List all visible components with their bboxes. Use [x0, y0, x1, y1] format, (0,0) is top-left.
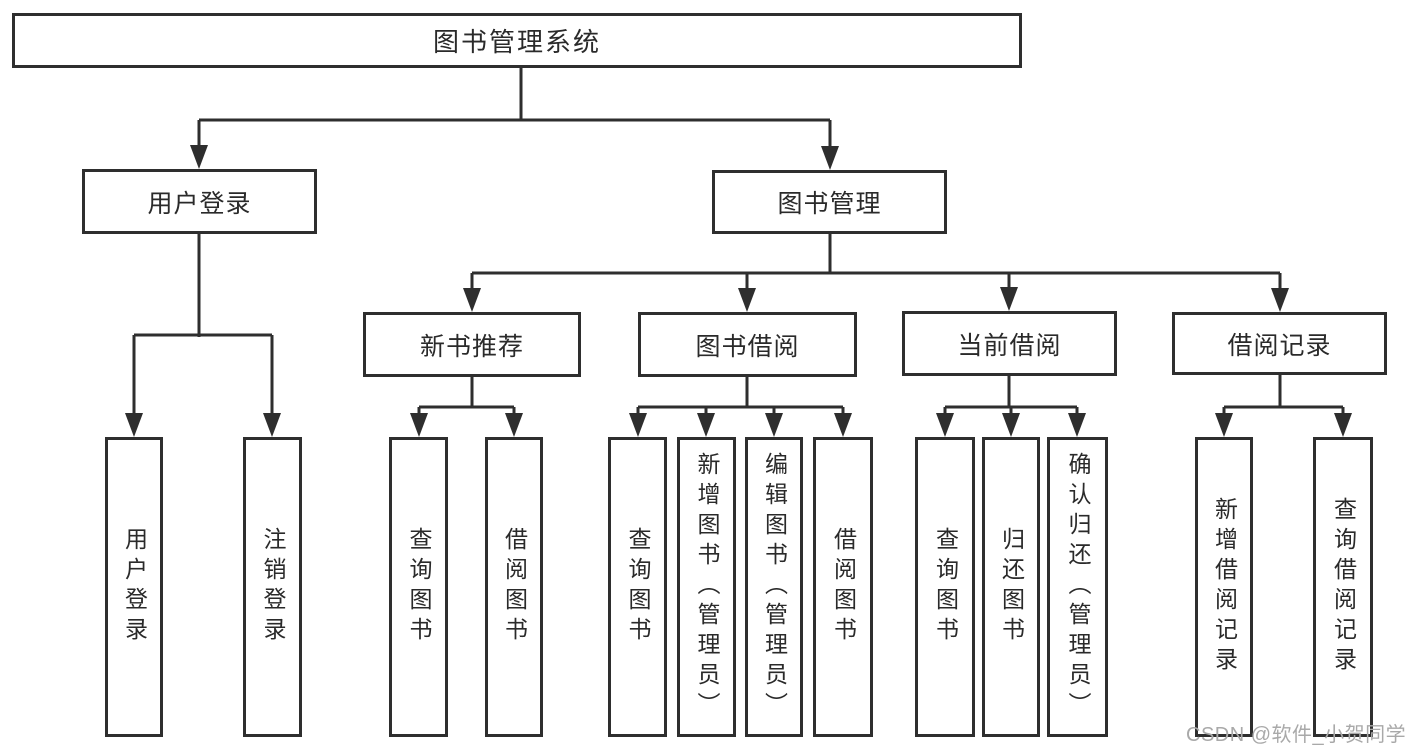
leaf-query-books-3: 查询图书	[915, 437, 975, 737]
node-new-book-recommend-label: 新书推荐	[419, 332, 524, 361]
leaf-query-books-1: 查询图书	[389, 437, 448, 737]
node-book-borrow: 图书借阅	[638, 312, 857, 377]
leaf-add-book-admin: 新增图书（管理员）	[677, 437, 736, 737]
node-book-management-label: 图书管理	[777, 190, 882, 218]
leaf-add-borrow-record-label: 新增借阅记录	[1211, 497, 1238, 677]
leaf-borrow-books-1: 借阅图书	[485, 437, 543, 737]
leaf-add-book-admin-label: 新增图书（管理员）	[694, 452, 720, 722]
node-new-book-recommend: 新书推荐	[363, 312, 581, 377]
leaf-edit-book-admin: 编辑图书（管理员）	[745, 437, 803, 737]
node-current-borrow-label: 当前借阅	[957, 331, 1062, 360]
leaf-logout-label: 注销登录	[260, 527, 286, 647]
node-borrow-records-label: 借阅记录	[1227, 331, 1332, 360]
leaf-borrow-books-1-label: 借阅图书	[501, 527, 528, 647]
leaf-user-login: 用户登录	[105, 437, 163, 737]
leaf-logout: 注销登录	[243, 437, 302, 737]
node-user-login-label: 用户登录	[147, 189, 252, 218]
leaf-borrow-books-2-label: 借阅图书	[830, 527, 857, 647]
leaf-borrow-books-2: 借阅图书	[813, 437, 873, 737]
leaf-query-books-2: 查询图书	[608, 437, 667, 737]
leaf-return-books-label: 归还图书	[998, 527, 1025, 647]
node-book-management: 图书管理	[712, 170, 947, 234]
csdn-watermark: CSDN @软件_小贺同学	[1186, 724, 1405, 746]
leaf-confirm-return-admin: 确认归还（管理员）	[1047, 437, 1108, 737]
node-current-borrow: 当前借阅	[902, 311, 1117, 376]
node-book-borrow-label: 图书借阅	[695, 332, 800, 361]
leaf-confirm-return-admin-label: 确认归还（管理员）	[1065, 452, 1091, 722]
leaf-query-borrow-record-label: 查询借阅记录	[1330, 497, 1357, 677]
leaf-return-books: 归还图书	[982, 437, 1040, 737]
leaf-query-books-2-label: 查询图书	[625, 527, 651, 647]
leaf-query-books-1-label: 查询图书	[406, 527, 432, 647]
leaf-query-borrow-record: 查询借阅记录	[1313, 437, 1373, 737]
leaf-add-borrow-record: 新增借阅记录	[1195, 437, 1253, 737]
leaf-edit-book-admin-label: 编辑图书（管理员）	[761, 452, 788, 722]
leaf-user-login-label: 用户登录	[121, 527, 148, 647]
node-user-login: 用户登录	[82, 169, 317, 234]
node-root-label: 图书管理系统	[432, 27, 601, 57]
node-root: 图书管理系统	[12, 13, 1022, 68]
node-borrow-records: 借阅记录	[1172, 312, 1387, 375]
leaf-query-books-3-label: 查询图书	[932, 527, 959, 647]
